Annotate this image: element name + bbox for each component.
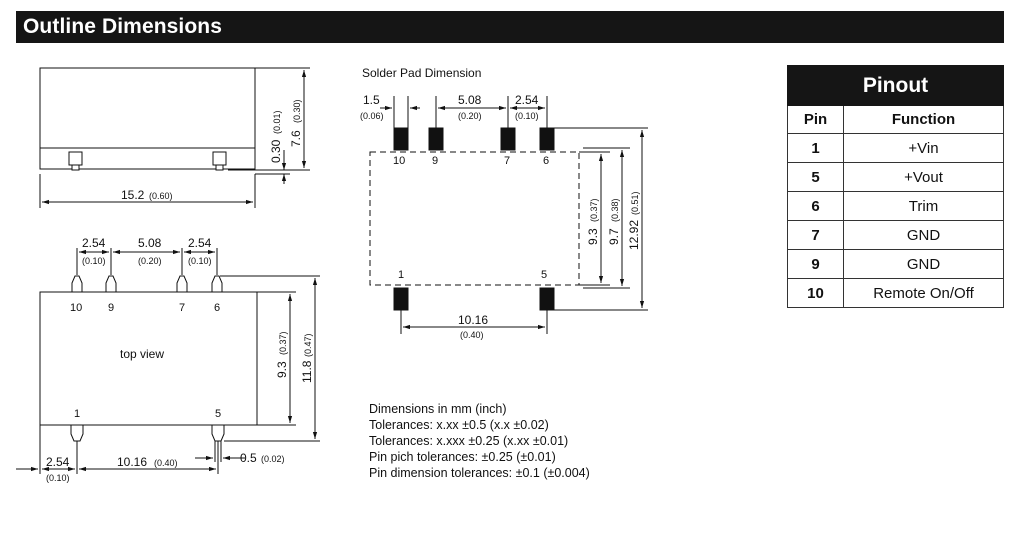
tv-outer-height-inch: (0.47)	[303, 333, 313, 357]
tv-pin-width: 0.5	[240, 451, 257, 465]
pin-number: 9	[787, 249, 844, 279]
sp-h1: 9.3	[586, 228, 600, 245]
tv-inner-height-inch: (0.37)	[278, 331, 288, 355]
sp-pitch-right-inch: (0.10)	[515, 111, 539, 121]
pin-function: GND	[843, 220, 1004, 250]
pin-function: Remote On/Off	[843, 278, 1004, 308]
pin-number: 1	[787, 133, 844, 163]
sp-h2-inch: (0.38)	[610, 198, 620, 222]
tv-pitch-3: 2.54	[188, 236, 212, 250]
top-view-body	[39, 291, 258, 426]
tv-pitch-2-inch: (0.20)	[138, 256, 162, 266]
side-pin-right	[212, 151, 227, 166]
note-line: Pin pich tolerances: ±0.25 (±0.01)	[369, 450, 556, 464]
table-row: 6 Trim	[787, 191, 1004, 221]
sp-pitch-right: 2.54	[515, 93, 539, 107]
tv-inner-height: 9.3	[275, 361, 289, 378]
side-height-dim: 7.6	[289, 130, 303, 147]
solder-pad-title: Solder Pad Dimension	[362, 66, 481, 80]
sp-span: 10.16	[458, 313, 488, 327]
table-row: 5 +Vout	[787, 162, 1004, 192]
tv-pin-width-inch: (0.02)	[261, 454, 285, 464]
page-title: Outline Dimensions	[23, 15, 222, 38]
note-line: Pin dimension tolerances: ±0.1 (±0.004)	[369, 466, 590, 480]
pin-number: 5	[787, 162, 844, 192]
tv-outer-height: 11.8	[300, 360, 314, 383]
note-line: Tolerances: x.xxx ±0.25 (x.xx ±0.01)	[369, 434, 569, 448]
sp-h2: 9.7	[607, 228, 621, 245]
table-row: 9 GND	[787, 249, 1004, 279]
solder-pad-outline	[369, 151, 580, 286]
solder-pads-bottom	[393, 287, 555, 311]
top-view-label: top view	[120, 347, 164, 361]
pin-function: +Vout	[843, 162, 1004, 192]
side-width-inch: (0.60)	[149, 191, 173, 201]
sp-pitch-mid-inch: (0.20)	[458, 111, 482, 121]
top-view-pins-top	[71, 275, 223, 293]
sp-pin-label-1: 1	[398, 269, 404, 281]
tv-pin-label-5: 5	[215, 408, 221, 420]
tv-span-dim-inch: (0.40)	[154, 458, 178, 468]
sp-pin-label-5: 5	[541, 269, 547, 281]
solder-pad-drawing	[369, 96, 648, 334]
tv-pitch-2: 5.08	[138, 236, 162, 250]
note-line: Tolerances: x.xx ±0.5 (x.x ±0.02)	[369, 418, 549, 432]
tv-span-dim: 10.16	[117, 455, 147, 469]
sp-h3-inch: (0.51)	[630, 191, 640, 215]
pin-function: GND	[843, 249, 1004, 279]
sp-span-inch: (0.40)	[460, 330, 484, 340]
sp-h3: 12.92	[627, 220, 641, 250]
sp-h1-inch: (0.37)	[589, 198, 599, 222]
pinout-title: Pinout	[787, 65, 1004, 106]
side-offset-inch: (0.01)	[272, 110, 282, 134]
note-line: Dimensions in mm (inch)	[369, 402, 507, 416]
table-row: 1 +Vin	[787, 133, 1004, 163]
tv-pin-label-7: 7	[179, 302, 185, 314]
header-bar: Outline Dimensions	[16, 11, 1004, 43]
sp-pad-width: 1.5	[363, 93, 380, 107]
sp-pin-label-7: 7	[504, 155, 510, 167]
side-view-body	[39, 67, 256, 170]
side-width-dim: 15.2	[121, 188, 145, 202]
tv-pin-label-1: 1	[74, 408, 80, 420]
pinout-col-pin: Pin	[787, 105, 844, 134]
tv-pitch-3-inch: (0.10)	[188, 256, 212, 266]
solder-pads-top	[393, 127, 555, 151]
tv-pin-label-10: 10	[70, 302, 82, 314]
tv-edge-dim: 2.54	[46, 455, 70, 469]
table-row: 7 GND	[787, 220, 1004, 250]
side-view	[39, 67, 310, 208]
tv-pitch-1: 2.54	[82, 236, 106, 250]
tv-pitch-1-inch: (0.10)	[82, 256, 106, 266]
tolerance-notes: Dimensions in mm (inch) Tolerances: x.xx…	[369, 401, 590, 481]
tv-pin-label-9: 9	[108, 302, 114, 314]
side-height-inch: (0.30)	[292, 99, 302, 123]
pin-number: 7	[787, 220, 844, 250]
pinout-table: Pinout Pin Function 1 +Vin 5 +Vout 6 Tri…	[787, 65, 1004, 308]
top-view	[16, 248, 320, 474]
sp-pin-label-6: 6	[543, 155, 549, 167]
pin-function: Trim	[843, 191, 1004, 221]
tv-edge-dim-inch: (0.10)	[46, 473, 70, 483]
sp-pitch-mid: 5.08	[458, 93, 482, 107]
pin-function: +Vin	[843, 133, 1004, 163]
sp-pad-width-inch: (0.06)	[360, 111, 384, 121]
tv-pin-label-6: 6	[214, 302, 220, 314]
sp-pin-label-10: 10	[393, 155, 405, 167]
side-offset-dim: 0.30	[269, 139, 283, 163]
pin-number: 6	[787, 191, 844, 221]
sp-pin-label-9: 9	[432, 155, 438, 167]
table-row: 10 Remote On/Off	[787, 278, 1004, 308]
pin-number: 10	[787, 278, 844, 308]
side-pin-left	[68, 151, 83, 166]
top-view-pins-bottom	[70, 424, 225, 442]
pinout-col-function: Function	[843, 105, 1004, 134]
